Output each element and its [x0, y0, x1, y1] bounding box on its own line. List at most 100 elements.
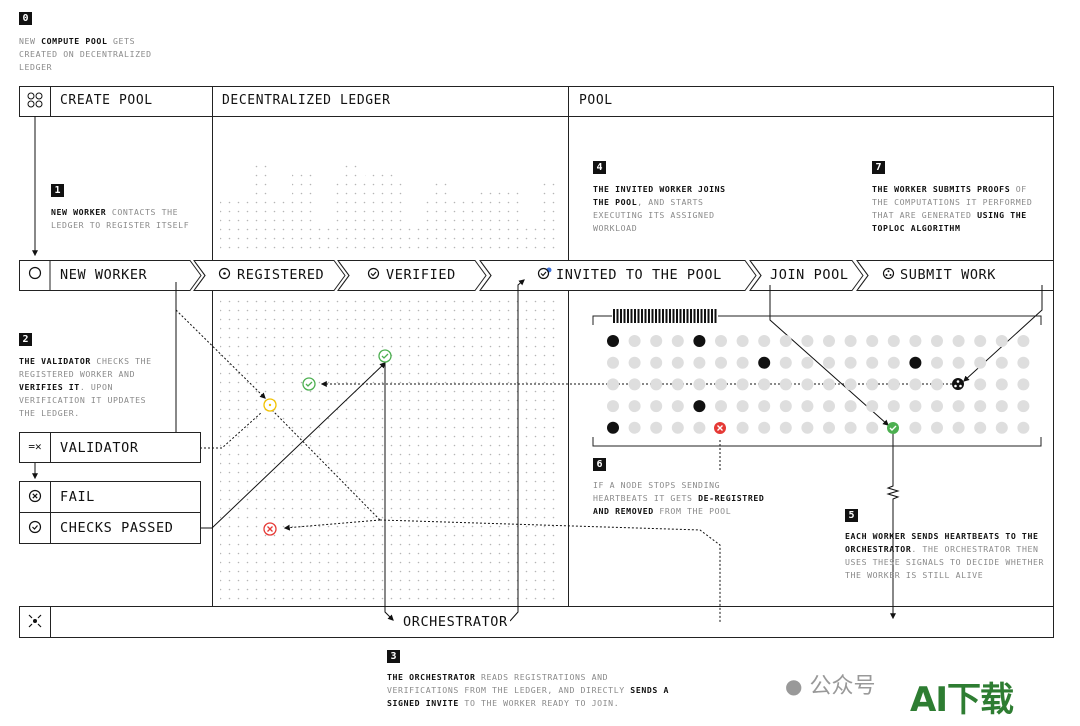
barcode-stripe — [627, 309, 629, 323]
pool-node — [715, 378, 727, 391]
pool-node — [844, 378, 857, 391]
pool-node — [974, 421, 987, 434]
step-6-badge: 6 — [593, 458, 606, 471]
barcode-stripe — [686, 309, 689, 323]
flow-registered: REGISTERED — [237, 267, 325, 283]
pool-node — [909, 356, 922, 369]
orchestrator-label: ORCHESTRATOR — [401, 614, 510, 630]
pool-node — [736, 378, 749, 391]
pool-node — [736, 356, 749, 369]
pool-node — [628, 356, 641, 369]
step-0-note: NEW COMPUTE POOL GETS CREATED ON DECENTR… — [19, 36, 152, 72]
pool-node — [671, 400, 684, 413]
barcode-stripe — [665, 309, 668, 323]
pool-node — [974, 378, 987, 391]
four-circles-icon — [24, 92, 46, 112]
barcode-stripe — [683, 309, 685, 323]
step-0-badge: 0 — [19, 12, 32, 25]
pool-node — [607, 356, 619, 369]
pool-node — [758, 356, 771, 369]
pool-node — [974, 356, 987, 369]
pool-node — [693, 378, 706, 391]
barcode-stripe — [637, 309, 640, 323]
pool-node — [779, 356, 792, 369]
pool-node — [758, 335, 771, 347]
barcode-stripe — [669, 309, 671, 323]
pool-node — [952, 335, 965, 347]
step-7-badge: 7 — [872, 161, 885, 174]
barcode-stripe — [630, 309, 633, 323]
pool-node — [607, 335, 619, 347]
checks-circle-icon — [20, 520, 50, 538]
pool-node — [952, 356, 965, 369]
pool-node — [650, 335, 663, 347]
barcode-stripe — [616, 309, 619, 323]
pending-marker — [263, 398, 277, 412]
pool-node — [736, 421, 749, 434]
barcode-stripe — [648, 309, 650, 323]
step-4-note: THE INVITED WORKER JOINS THE POOL, AND S… — [593, 184, 726, 233]
pool-node — [952, 421, 965, 434]
pool-node — [866, 335, 879, 347]
pool-node — [823, 335, 835, 347]
barcode-stripe — [676, 309, 678, 323]
pool-node — [650, 356, 663, 369]
fail-marker — [263, 522, 277, 536]
pool-node — [974, 335, 987, 347]
step-2-badge: 2 — [19, 333, 32, 346]
pool-node — [995, 421, 1008, 434]
flow-verified: VERIFIED — [386, 267, 456, 283]
step-3-note: THE ORCHESTRATOR READS REGISTRATIONS AND… — [387, 672, 670, 708]
pool-node — [974, 400, 987, 413]
pool-node — [758, 421, 771, 434]
pool-node — [931, 400, 943, 413]
fail-label: FAIL — [60, 489, 95, 505]
pool-node-grid — [607, 335, 1030, 434]
column-pool: POOL — [579, 93, 613, 108]
pool-node — [671, 421, 684, 434]
pool-node — [844, 400, 857, 413]
pool-node — [952, 400, 965, 413]
pool-node — [801, 378, 814, 391]
step-1-badge: 1 — [51, 184, 64, 197]
barcode-stripe — [697, 309, 699, 323]
pool-node — [758, 400, 771, 413]
flow-join-pool: JOIN POOL — [770, 267, 849, 283]
pool-node — [931, 378, 943, 391]
barcode-stripe — [693, 309, 696, 323]
pool-node — [823, 421, 835, 434]
barcode-stripe — [644, 309, 647, 323]
pool-node — [628, 335, 641, 347]
pool-node — [693, 421, 706, 434]
pool-node — [779, 335, 792, 347]
pool-node — [844, 335, 857, 347]
barcode-stripe — [641, 309, 643, 323]
verified-marker — [378, 349, 392, 363]
pool-node — [887, 335, 900, 347]
pool-node — [995, 378, 1008, 391]
pool-node — [931, 356, 943, 369]
pool-node — [866, 356, 879, 369]
pool-node — [779, 421, 792, 434]
barcode-stripe — [700, 309, 703, 323]
validator-box — [19, 432, 201, 463]
step-5-badge: 5 — [845, 509, 858, 522]
pool-node — [628, 378, 641, 391]
pool-node — [844, 421, 857, 434]
pool-node — [931, 421, 943, 434]
pool-node — [801, 335, 814, 347]
pool-node — [1017, 335, 1030, 347]
invite-check-icon — [537, 267, 550, 284]
pool-node — [909, 400, 922, 413]
ledger-lower-dots — [220, 300, 560, 602]
pool-node — [801, 400, 814, 413]
barcode-stripe — [711, 309, 713, 323]
verified-ledger-marker — [302, 377, 316, 391]
pool-node — [995, 356, 1008, 369]
pool-node — [1017, 378, 1030, 391]
pool-node — [693, 356, 706, 369]
step-3-badge: 3 — [387, 650, 400, 663]
pool-node — [801, 356, 814, 369]
barcode-stripe — [658, 309, 661, 323]
pool-node — [607, 400, 619, 413]
